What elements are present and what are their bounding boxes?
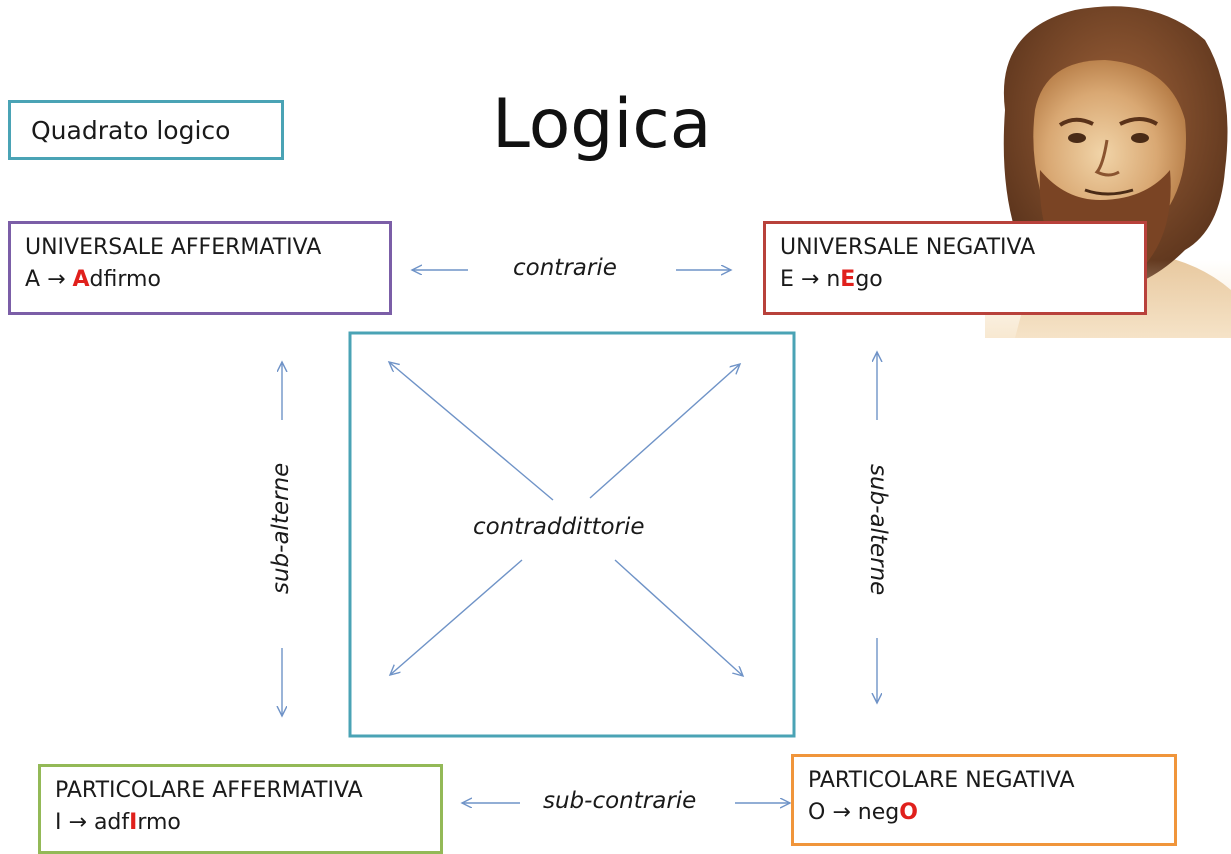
page-title: Logica xyxy=(492,85,712,164)
universal-affirmative-heading: UNIVERSALE AFFERMATIVA xyxy=(25,235,322,260)
arrow-right-icon: → xyxy=(68,810,87,835)
universal-affirmative-box: UNIVERSALE AFFERMATIVA A → Adfirmo xyxy=(8,221,392,315)
subject-label-box: Quadrato logico xyxy=(8,100,284,160)
diagonal-arrow-top-left xyxy=(389,362,554,501)
arrow-right-icon: → xyxy=(832,800,851,825)
diagonal-arrow-bottom-right xyxy=(614,559,743,676)
relation-label-subaltern-left: sub-alterne xyxy=(268,462,294,594)
relation-label-contradictory: contraddittorie xyxy=(473,514,645,540)
particular-affirmative-mnemonic: I → adfIrmo xyxy=(55,810,181,835)
diagonal-arrow-top-right xyxy=(589,364,740,499)
particular-affirmative-heading: PARTICOLARE AFFERMATIVA xyxy=(55,778,363,803)
relation-label-subcontrary: sub-contrarie xyxy=(543,788,697,814)
particular-affirmative-box: PARTICOLARE AFFERMATIVA I → adfIrmo xyxy=(38,764,443,854)
particular-negative-box: PARTICOLARE NEGATIVA O → negO xyxy=(791,754,1177,846)
diagonal-arrow-bottom-left xyxy=(390,559,523,675)
relation-label-contrary: contrarie xyxy=(513,255,617,281)
subject-label: Quadrato logico xyxy=(31,116,231,145)
universal-negative-box: UNIVERSALE NEGATIVA E → nEgo xyxy=(763,221,1147,315)
arrow-right-icon: → xyxy=(47,267,66,292)
contradictory-square xyxy=(348,331,796,738)
universal-negative-mnemonic: E → nEgo xyxy=(780,267,883,292)
universal-negative-heading: UNIVERSALE NEGATIVA xyxy=(780,235,1036,260)
particular-negative-heading: PARTICOLARE NEGATIVA xyxy=(808,768,1075,793)
arrow-right-icon: → xyxy=(800,267,820,292)
particular-negative-mnemonic: O → negO xyxy=(808,800,918,825)
relation-label-subaltern-right: sub-alterne xyxy=(865,464,891,596)
universal-affirmative-mnemonic: A → Adfirmo xyxy=(25,267,161,292)
